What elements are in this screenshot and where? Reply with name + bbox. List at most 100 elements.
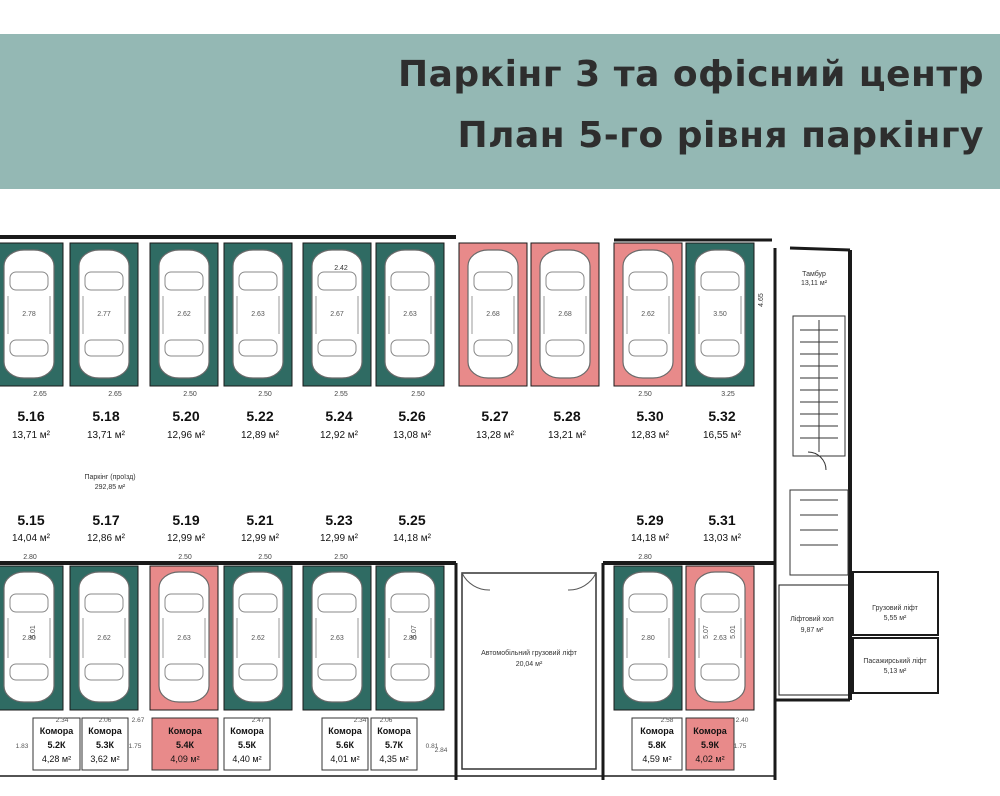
space-area: 13,28 м²: [476, 430, 515, 441]
space-dim: 3.50: [713, 311, 727, 318]
width-dim-bottom: 2.50: [334, 554, 348, 561]
depth-dim: 5.07: [411, 625, 418, 639]
space-dim: 2.63: [713, 635, 727, 642]
space-area: 13,08 м²: [393, 430, 432, 441]
car-icon: [467, 249, 519, 379]
space-dim: 2.63: [330, 635, 344, 642]
width-dim-top: 2.65: [108, 391, 122, 398]
space-dim: 2.63: [251, 311, 265, 318]
storage-dim: 2.34: [56, 717, 69, 724]
space-number: 5.21: [246, 512, 273, 528]
space-number: 5.15: [17, 512, 44, 528]
car-icon: [622, 571, 674, 703]
space-dim: 2.80: [641, 635, 655, 642]
freight-lift-area: 5,55 м²: [884, 615, 907, 622]
space-dim: 2.62: [177, 311, 191, 318]
car-icon: [694, 571, 746, 703]
width-dim-bottom: 2.50: [258, 554, 272, 561]
car-icon: [78, 571, 130, 703]
storage-number: 5.3К: [96, 740, 115, 750]
car-icon: [232, 249, 284, 379]
passenger-lift-name: Пасажирський ліфт: [863, 657, 927, 665]
space-area: 12,83 м²: [631, 430, 670, 441]
parking-space-5.25[interactable]: 2.80 5.25 14,18 м²: [375, 512, 445, 711]
space-number: 5.25: [398, 512, 425, 528]
space-area: 12,99 м²: [167, 533, 206, 544]
space-number: 5.27: [481, 408, 508, 424]
storage-dim: 1.75: [129, 743, 142, 750]
space-area: 12,89 м²: [241, 430, 280, 441]
space-number: 5.28: [553, 408, 580, 424]
parking-space-5.28[interactable]: 2.68 5.28 13,21 м²: [530, 242, 600, 441]
space-number: 5.16: [17, 408, 44, 424]
car-icon: [539, 249, 591, 379]
space-area: 13,03 м²: [703, 533, 742, 544]
storage-dim: 1.83: [16, 743, 29, 750]
width-dim-bottom: 2.50: [178, 554, 192, 561]
space-area: 14,18 м²: [393, 533, 432, 544]
car-icon: [158, 249, 210, 379]
car-lift-box: [461, 572, 597, 770]
car-icon: [78, 249, 130, 379]
space-area: 13,71 м²: [87, 430, 126, 441]
storage-dim: 2.06: [99, 717, 112, 724]
space-number: 5.18: [92, 408, 119, 424]
width-dim-top: 2.50: [411, 391, 425, 398]
space-dim: 2.80: [22, 635, 36, 642]
car-icon: [384, 571, 436, 703]
width-dim-top: 2.50: [638, 391, 652, 398]
dim-465: 4.65: [758, 293, 765, 307]
space-area: 16,55 м²: [703, 430, 742, 441]
storage-number: 5.8К: [648, 740, 667, 750]
depth-dim: 5.01: [30, 625, 37, 639]
space-area: 12,86 м²: [87, 533, 126, 544]
width-dim-top: 2.65: [33, 391, 47, 398]
car-icon: [3, 571, 55, 703]
tambour-name: Тамбур: [802, 270, 826, 278]
space-dim: 2.68: [558, 311, 572, 318]
lift-hall-area: 9,87 м²: [801, 627, 824, 634]
header-banner: [0, 34, 1000, 189]
storage-label: Комора: [328, 726, 362, 736]
passenger-lift-area: 5,13 м²: [884, 668, 907, 675]
space-area: 13,71 м²: [12, 430, 51, 441]
storage-number: 5.7К: [385, 740, 404, 750]
car-lift-name: Автомобільний грузовий ліфт: [481, 649, 578, 657]
storage-area: 4,09 м²: [170, 754, 199, 764]
space-area: 12,96 м²: [167, 430, 206, 441]
space-dim: 2.80: [403, 635, 417, 642]
space-number: 5.29: [636, 512, 663, 528]
dim-242: 2.42: [334, 265, 348, 272]
car-lift-area: 20,04 м²: [516, 661, 543, 668]
car-icon: [311, 571, 363, 703]
storage-label: Комора: [88, 726, 122, 736]
space-area: 13,21 м²: [548, 430, 587, 441]
space-number: 5.23: [325, 512, 352, 528]
